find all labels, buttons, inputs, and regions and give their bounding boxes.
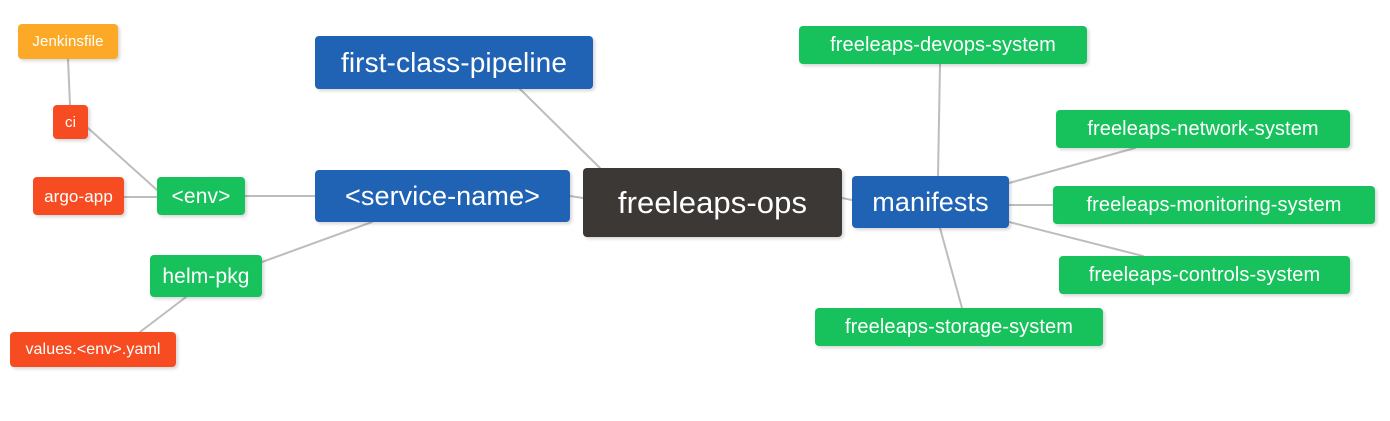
edge-values-yaml-to-helm-pkg: [139, 296, 187, 333]
mindmap-node-service-name[interactable]: <service-name>: [315, 170, 570, 222]
mindmap-node-env[interactable]: <env>: [157, 177, 245, 215]
mindmap-node-network-system[interactable]: freeleaps-network-system: [1056, 110, 1350, 148]
mindmap-node-label: argo-app: [44, 186, 113, 206]
mindmap-node-label: freeleaps-controls-system: [1088, 264, 1321, 286]
mindmap-node-label: helm-pkg: [162, 264, 250, 288]
mindmap-node-freeleaps-ops[interactable]: freeleaps-ops: [583, 168, 842, 237]
mindmap-node-label: <env>: [171, 184, 231, 208]
mindmap-node-ci[interactable]: ci: [53, 105, 88, 139]
mindmap-node-label: freeleaps-ops: [617, 185, 808, 220]
edge-manifests-to-controls-system: [1008, 221, 1144, 257]
mindmap-node-label: freeleaps-network-system: [1087, 118, 1319, 140]
mindmap-node-label: freeleaps-devops-system: [830, 34, 1056, 56]
mindmap-node-label: values.<env>.yaml: [25, 340, 161, 358]
edge-manifests-to-network-system: [1008, 147, 1136, 184]
mindmap-node-label: ci: [64, 113, 77, 131]
mindmap-node-label: freeleaps-storage-system: [844, 316, 1074, 338]
edge-manifests-to-devops-system: [937, 63, 941, 177]
edge-helm-pkg-to-service-name: [261, 221, 373, 263]
edge-first-class-to-freeleaps-ops: [519, 88, 601, 169]
mindmap-node-label: manifests: [872, 186, 989, 217]
mindmap-node-argo-app[interactable]: argo-app: [33, 177, 124, 215]
mindmap-node-controls-system[interactable]: freeleaps-controls-system: [1059, 256, 1350, 294]
mindmap-node-storage-system[interactable]: freeleaps-storage-system: [815, 308, 1103, 346]
mindmap-node-label: freeleaps-monitoring-system: [1086, 194, 1342, 216]
mindmap-node-first-class[interactable]: first-class-pipeline: [315, 36, 593, 89]
mindmap-node-jenkinsfile[interactable]: Jenkinsfile: [18, 24, 118, 59]
mindmap-node-devops-system[interactable]: freeleaps-devops-system: [799, 26, 1087, 64]
mindmap-node-label: first-class-pipeline: [340, 46, 568, 78]
edge-freeleaps-ops-to-manifests: [841, 197, 853, 201]
edge-service-name-to-freeleaps-ops: [569, 195, 584, 199]
edge-manifests-to-storage-system: [939, 227, 963, 309]
mindmap-node-values-yaml[interactable]: values.<env>.yaml: [10, 332, 176, 367]
mindmap-node-manifests[interactable]: manifests: [852, 176, 1009, 228]
edge-jenkinsfile-to-ci: [67, 58, 71, 106]
mindmap-node-helm-pkg[interactable]: helm-pkg: [150, 255, 262, 297]
mindmap-node-monitoring-system[interactable]: freeleaps-monitoring-system: [1053, 186, 1375, 224]
mindmap-node-label: Jenkinsfile: [32, 33, 104, 50]
mindmap-node-label: <service-name>: [345, 180, 540, 211]
